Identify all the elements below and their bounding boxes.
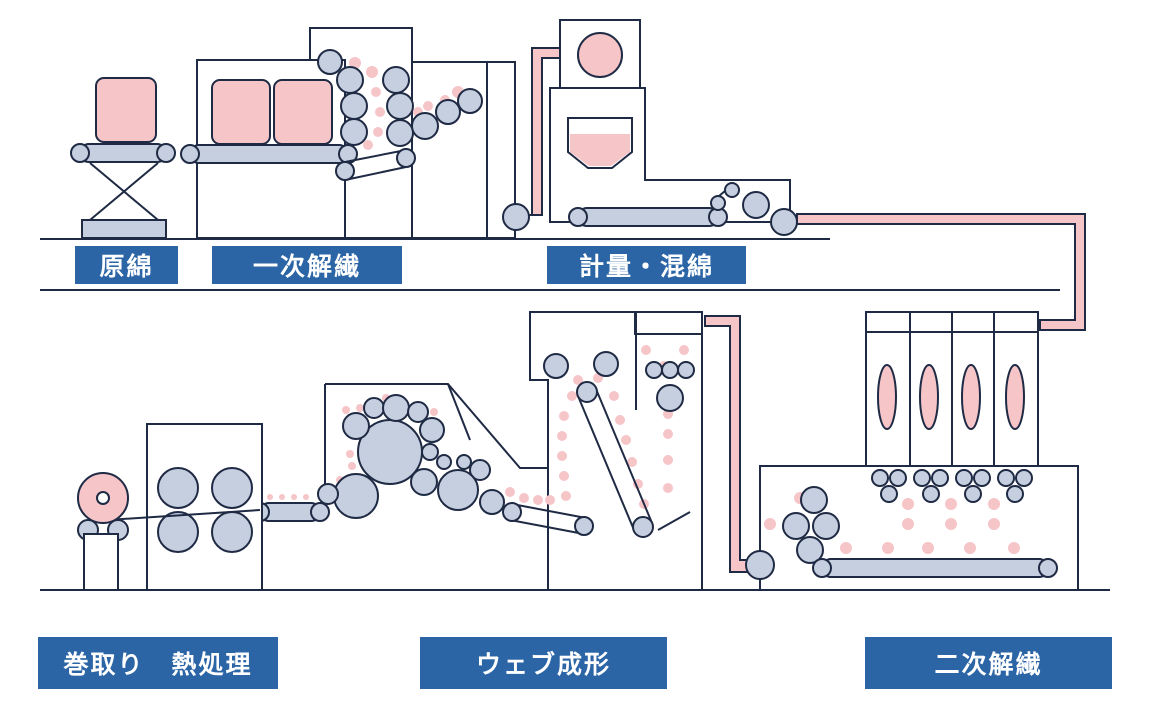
cotton-bale bbox=[211, 79, 271, 145]
label-weighing-blending: 計量・混綿 bbox=[547, 246, 746, 284]
label-secondary-opening: 二次解繊 bbox=[865, 637, 1112, 689]
label-raw-cotton: 原綿 bbox=[75, 246, 178, 284]
label-primary-opening: 一次解繊 bbox=[212, 246, 402, 284]
secondary-opening-machine bbox=[759, 311, 1079, 591]
cotton-bale bbox=[273, 79, 333, 145]
web-forming-feeder bbox=[529, 311, 703, 591]
fiber-duct bbox=[704, 315, 753, 573]
label-web-forming: ウェブ成形 bbox=[420, 637, 667, 689]
carding-machine bbox=[250, 383, 594, 590]
label-winding-heat-treatment: 巻取り 熱処理 bbox=[38, 637, 278, 689]
winding-unit bbox=[77, 472, 129, 591]
raw-cotton-feeder bbox=[70, 77, 176, 239]
heat-treatment-machine bbox=[107, 423, 263, 591]
cotton-bale bbox=[95, 77, 157, 143]
weighing-blending-machine bbox=[549, 19, 798, 236]
fiber-duct bbox=[796, 213, 1086, 331]
primary-opening-machine bbox=[180, 27, 516, 239]
